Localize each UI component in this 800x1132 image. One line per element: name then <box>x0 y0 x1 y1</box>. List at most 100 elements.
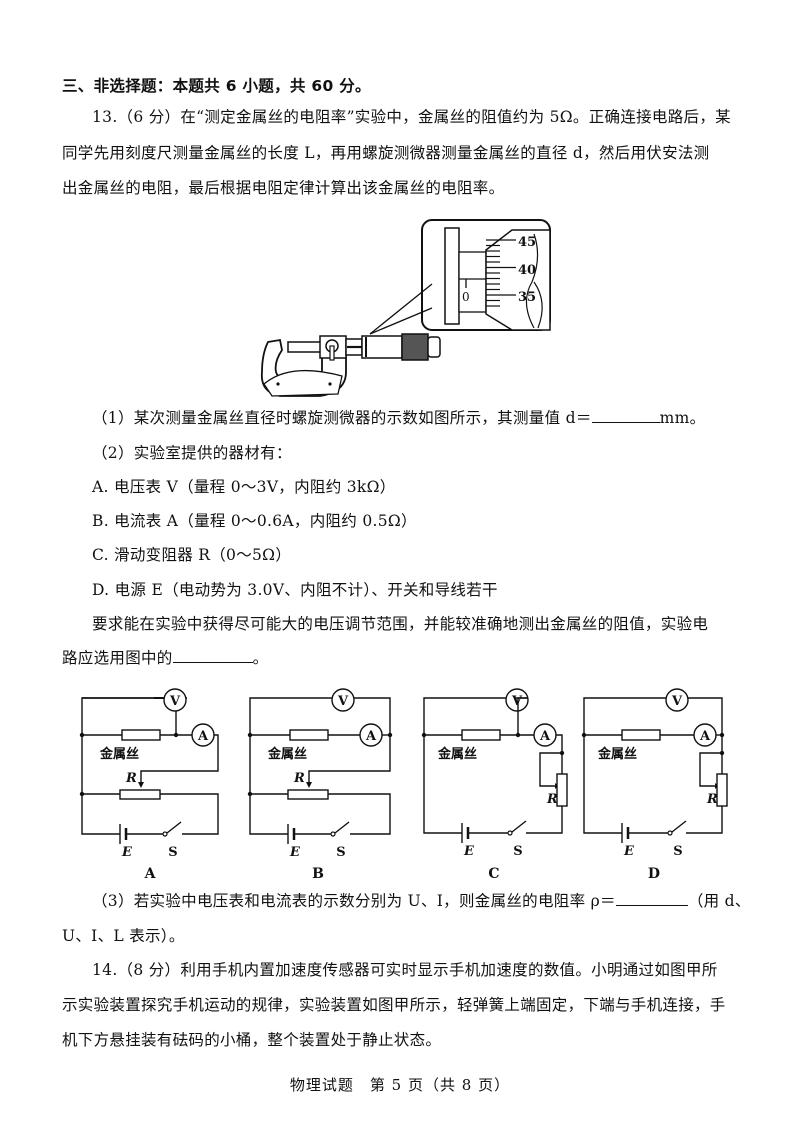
rheostat-label: R <box>293 771 305 786</box>
circuit-option-label: A <box>144 866 157 882</box>
metal-wire-resistor <box>121 729 161 741</box>
switch-lever <box>166 821 182 834</box>
rheostat-label: R <box>125 771 137 786</box>
battery-label: E <box>289 845 301 860</box>
junction-dot <box>173 732 179 738</box>
slider-arrow-icon <box>138 782 144 788</box>
circuit-option-label: B <box>312 866 324 882</box>
wire <box>81 736 120 835</box>
wire <box>328 793 391 835</box>
voltmeter-label: V <box>671 694 683 709</box>
q13-part1-text: （1）某次测量金属丝直径时螺旋测微器的示数如图所示，其测量值 d＝ <box>92 409 592 427</box>
wire <box>517 697 528 735</box>
q13-part3-text: （3）若实验中电压表和电流表的示数分别为 U、I，则金属丝的电阻率 ρ＝ <box>92 892 616 910</box>
switch-label: S <box>336 845 345 860</box>
switch-lever <box>334 821 350 834</box>
switch-pivot <box>162 831 168 837</box>
q14-line-2: 示实验装置探究手机运动的规律，实验装置如图甲所示，轻弹簧上端固定，下端与手机连接… <box>62 996 726 1014</box>
equipment-item-b: B. 电流表 A（量程 0～0.6A，内阻约 0.5Ω） <box>92 512 417 530</box>
switch-label: S <box>673 844 682 859</box>
voltmeter-icon <box>505 688 529 712</box>
q13-requirement-text: 路应选用图中的 <box>62 649 173 667</box>
wire <box>249 697 332 736</box>
wire <box>249 736 288 835</box>
q13-part3-line-1: （3）若实验中电压表和电流表的示数分别为 U、I，则金属丝的电阻率 ρ＝ （用 d… <box>92 891 751 911</box>
wire <box>583 735 622 834</box>
voltmeter-icon <box>665 688 689 712</box>
switch-lever <box>511 820 527 833</box>
q14-line-3: 机下方悬挂装有砝码的小桶，整个装置处于静止状态。 <box>62 1031 442 1049</box>
metal-wire-resistor <box>461 729 501 741</box>
voltmeter-label: V <box>511 694 523 709</box>
junction-dot <box>247 791 253 797</box>
rheostat-resistor <box>119 789 161 800</box>
junction-dot <box>79 791 85 797</box>
rheostat-resistor <box>287 789 329 800</box>
sleeve-zero-label: 0 <box>462 290 470 304</box>
switch-pivot <box>667 830 673 836</box>
voltmeter-icon <box>163 688 187 712</box>
ammeter-label: A <box>699 729 711 744</box>
q13-part1-unit: mm。 <box>659 409 706 427</box>
wire <box>160 793 219 835</box>
junction-dot <box>515 732 521 738</box>
equipment-item-a: A. 电压表 V（量程 0～3V，内阻约 3kΩ） <box>92 478 396 496</box>
magnified-view: 0 45 40 35 <box>369 219 551 335</box>
thimble-label-45: 45 <box>518 235 536 250</box>
section-heading: 三、非选择题：本题共 6 小题，共 60 分。 <box>62 77 371 95</box>
wire <box>308 697 391 782</box>
page-footer: 物理试题 第 5 页（共 8 页） <box>289 1076 511 1094</box>
ammeter-label: A <box>197 729 209 744</box>
metal-wire-label: 金属丝 <box>99 746 139 762</box>
rheostat-label: R <box>546 792 558 807</box>
micrometer-figure: 0 45 40 35 <box>260 219 551 397</box>
rheostat-resistor <box>716 773 728 807</box>
q13-requirement-line-1: 要求能在实验中获得尽可能大的电压调节范围，并能较准确地测出金属丝的阻值，实验电 <box>92 615 709 633</box>
battery-label: E <box>623 844 635 859</box>
metal-wire-label: 金属丝 <box>437 746 477 762</box>
q14-line-1: 14.（8 分）利用手机内置加速度传感器可实时显示手机加速度的数值。小明通过如图… <box>92 961 718 979</box>
switch-label: S <box>168 845 177 860</box>
answer-blank-rho[interactable] <box>615 891 688 906</box>
q13-requirement-end: 。 <box>252 649 269 667</box>
q13-part1: （1）某次测量金属丝直径时螺旋测微器的示数如图所示，其测量值 d＝ mm。 <box>92 408 705 428</box>
voltmeter-label: V <box>169 694 181 709</box>
q13-intro-line-1: 13.（6 分）在“测定金属丝的电阻率”实验中，金属丝的阻值约为 5Ω。正确连接… <box>92 108 731 126</box>
ammeter-label: A <box>365 729 377 744</box>
q13-intro-line-2: 同学先用刻度尺测量金属丝的长度 L，再用螺旋测微器测量金属丝的直径 d，然后用伏… <box>62 144 710 162</box>
voltmeter-label: V <box>337 694 349 709</box>
equipment-item-c: C. 滑动变阻器 R（0～5Ω） <box>92 546 292 564</box>
thimble-label-35: 35 <box>518 290 536 305</box>
switch-label: S <box>513 844 522 859</box>
micrometer-body <box>260 333 441 397</box>
answer-blank-d[interactable] <box>591 408 660 423</box>
rheostat-resistor <box>556 773 568 807</box>
metal-wire-label: 金属丝 <box>597 746 637 762</box>
thimble-label-40: 40 <box>518 263 536 278</box>
metal-wire-resistor <box>289 729 329 741</box>
q13-intro-line-3: 出金属丝的电阻，最后根据电阻定律计算出该金属丝的电阻率。 <box>62 179 505 197</box>
q13-part2-lead: （2）实验室提供的器材有： <box>92 444 292 462</box>
wire <box>556 734 563 753</box>
wire <box>583 697 666 735</box>
answer-blank-circuit[interactable] <box>172 648 253 663</box>
voltmeter-icon <box>331 688 355 712</box>
switch-pivot <box>507 830 513 836</box>
q13-part3-line-2: U、I、L 表示）。 <box>62 927 185 945</box>
battery-label: E <box>463 844 475 859</box>
switch-lever <box>671 820 687 833</box>
circuit-option-label: D <box>648 866 660 882</box>
equipment-item-d: D. 电源 E（电动势为 3.0V、内阻不计）、开关和导线若干 <box>92 581 498 599</box>
junction-dot <box>247 732 253 738</box>
wire <box>539 752 562 787</box>
metal-wire-resistor <box>621 729 661 741</box>
q13-part3-hint: （用 d、 <box>687 892 751 910</box>
wire <box>423 735 462 834</box>
wire <box>699 752 722 787</box>
junction-dot <box>79 732 85 738</box>
wire <box>526 806 563 834</box>
